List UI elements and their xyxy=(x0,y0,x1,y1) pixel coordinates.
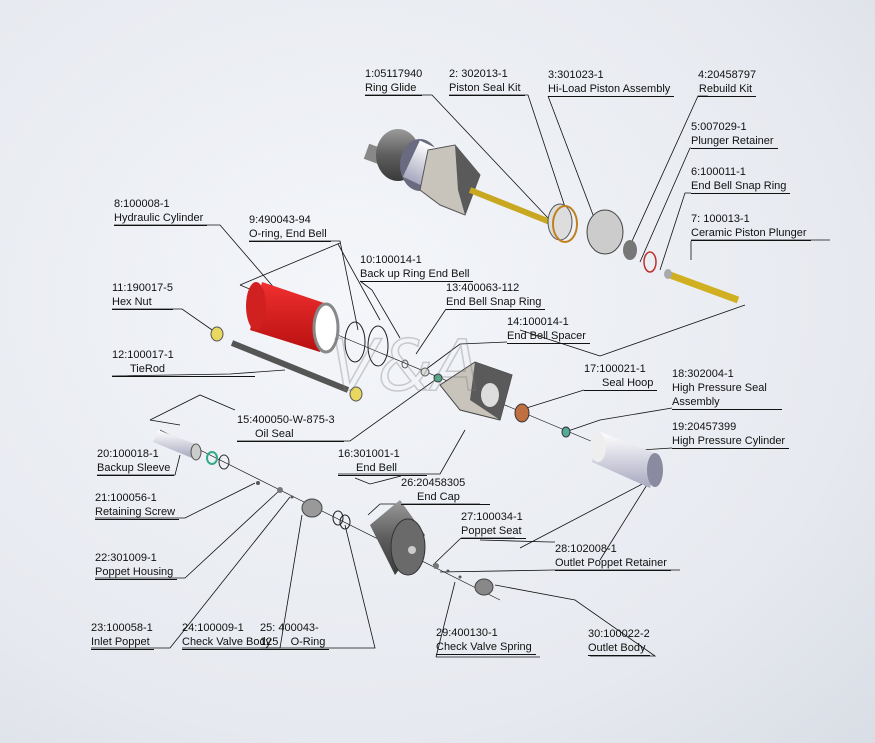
part-number: 22:301009-1 xyxy=(95,552,157,564)
lower-assembly-parts xyxy=(153,430,494,596)
part-name: High Pressure Seal Assembly xyxy=(672,381,782,410)
part-number: 24:100009-1 xyxy=(182,622,244,634)
part-name: Inlet Poppet xyxy=(91,635,154,650)
part-name: Seal Hoop xyxy=(584,376,658,391)
part-number: 16:301001-1 xyxy=(338,448,400,460)
part-name: TieRod xyxy=(112,362,256,377)
part-number: 2: 302013-1 xyxy=(449,68,508,80)
part-name: High Pressure Cylinder xyxy=(672,434,790,449)
middle-assembly-parts xyxy=(210,282,663,488)
part-name: Outlet Body xyxy=(588,641,650,656)
part-name: Oil Seal xyxy=(237,427,344,442)
part-number: 14:100014-1 xyxy=(507,316,569,328)
part-name: Poppet Seat xyxy=(461,524,526,539)
part-name: End Cap xyxy=(401,490,490,505)
part-number: 12:100017-1 xyxy=(112,349,174,361)
part-name: Hi-Load Piston Assembly xyxy=(548,82,675,97)
part-number: 27:100034-1 xyxy=(461,511,523,523)
part-name: Retaining Screw xyxy=(95,505,180,520)
part-name: End Bell Snap Ring xyxy=(446,295,546,310)
part-name: Piston Seal Kit xyxy=(449,81,525,96)
part-number: 4:20458797 xyxy=(698,69,757,81)
part-number: 8:100008-1 xyxy=(114,198,170,210)
part-number: 10:100014-1 xyxy=(360,254,422,266)
part-number: 13:400063-112 xyxy=(446,282,520,294)
part-name: Check Valve Spring xyxy=(436,640,536,655)
part-number: 20:100018-1 xyxy=(97,448,159,460)
part-number: 9:490043-94 xyxy=(249,214,311,226)
part-number: 26:20458305 xyxy=(401,477,466,489)
part-number: 5:007029-1 xyxy=(691,121,747,133)
part-name: Poppet Housing xyxy=(95,565,178,580)
part-name: End Bell Spacer xyxy=(507,329,590,344)
part-name: End Bell Snap Ring xyxy=(691,179,791,194)
part-number: 11:190017-5 xyxy=(112,282,173,294)
part-name: Check Valve Body xyxy=(182,635,276,650)
part-name: Rebuild Kit xyxy=(698,82,757,97)
part-name: O-ring, End Bell xyxy=(249,227,331,242)
part-name: Hex Nut xyxy=(112,295,173,310)
part-name: Outlet Poppet Retainer xyxy=(555,556,671,571)
part-number: 7: 100013-1 xyxy=(691,213,750,225)
part-number: 17:100021-1 xyxy=(584,363,646,375)
part-number: 19:20457399 xyxy=(672,421,737,433)
part-number: 21:100056-1 xyxy=(95,492,157,504)
part-name: Backup Sleeve xyxy=(97,461,175,476)
part-number: 15:400050-W-875-3 xyxy=(237,414,335,426)
part-name: Hydraulic Cylinder xyxy=(114,211,208,226)
watermark-logo: V&A xyxy=(329,324,481,408)
part-number: 28:102008-1 xyxy=(555,543,617,555)
part-number: 3:301023-1 xyxy=(548,69,604,81)
part-name: Ceramic Piston Plunger xyxy=(691,226,811,241)
part-name: 125 O-Ring xyxy=(260,635,330,650)
upper-assembly-parts xyxy=(363,129,740,304)
part-number: 6:100011-1 xyxy=(691,166,746,178)
part-name: End Bell xyxy=(338,461,427,476)
part-name: Plunger Retainer xyxy=(691,134,778,149)
callout-25: 25: 400043-125 O-Ring xyxy=(260,621,330,650)
part-name: Back up Ring End Bell xyxy=(360,267,474,282)
part-number: 29:400130-1 xyxy=(436,627,498,639)
part-number: 30:100022-2 xyxy=(588,628,650,640)
part-number: 23:100058-1 xyxy=(91,622,153,634)
part-number: 18:302004-1 xyxy=(672,368,734,380)
part-name: Ring Glide xyxy=(365,81,423,96)
part-number: 1:05117940 xyxy=(365,68,423,80)
part-number: 25: 400043- xyxy=(260,622,319,634)
